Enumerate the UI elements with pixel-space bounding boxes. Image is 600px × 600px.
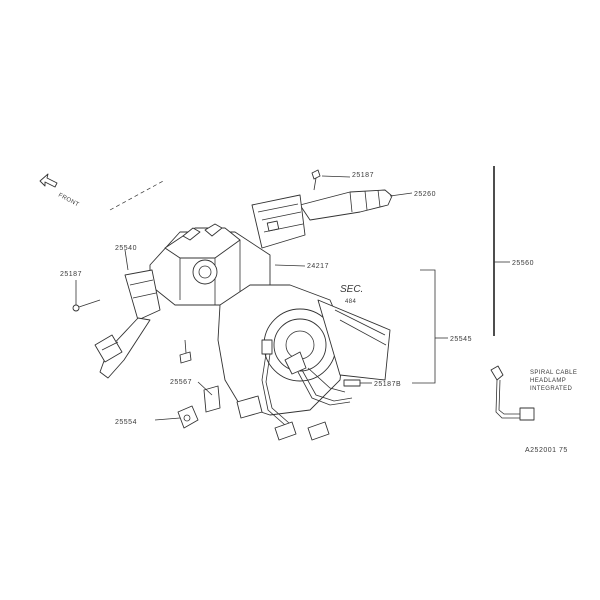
- label-25187-left: 25187: [60, 271, 82, 278]
- label-25554: 25554: [115, 419, 137, 426]
- bracket-25545: [412, 269, 436, 384]
- axis-leader: [109, 179, 166, 211]
- clip-icon: [177, 405, 199, 429]
- label-24217: 24217: [307, 263, 329, 270]
- figure-id: A252001 75: [525, 447, 568, 454]
- screw-right-icon: [343, 379, 361, 387]
- combination-switch-body: [149, 223, 271, 306]
- wiper-switch-lever: [251, 189, 393, 249]
- label-25260: 25260: [414, 191, 436, 198]
- inset-note-line2: HEADLAMP: [530, 378, 566, 384]
- label-25187b: 25187B: [374, 381, 401, 388]
- leader-25554: [154, 417, 181, 421]
- leader-25187-top: [321, 175, 351, 178]
- front-arrow-icon: [39, 173, 58, 188]
- leader-24217: [274, 264, 306, 267]
- bolt-icon: [179, 339, 192, 364]
- lighting-switch-lever: [94, 269, 161, 379]
- leader-25567: [197, 381, 213, 396]
- spiral-cable: [217, 284, 391, 416]
- leader-25260: [389, 192, 413, 197]
- wire-harness: [203, 353, 353, 441]
- label-25545: 25545: [450, 336, 472, 343]
- sec-note-line1: SEC.: [340, 284, 363, 295]
- label-25187-top: 25187: [352, 172, 374, 179]
- label-25560: 25560: [512, 260, 534, 267]
- inset-connector: [490, 365, 535, 421]
- screw-icon: [311, 169, 321, 191]
- inset-note-line3: INTEGRATED: [530, 386, 572, 392]
- leader-25540: [124, 249, 129, 271]
- label-25540: 25540: [115, 245, 137, 252]
- label-25567: 25567: [170, 379, 192, 386]
- inset-note-line1: SPIRAL CABLE: [530, 370, 577, 376]
- front-label: FRONT: [57, 192, 80, 208]
- screw-left-icon: [72, 299, 101, 312]
- sec-note-line2: 484: [345, 299, 356, 305]
